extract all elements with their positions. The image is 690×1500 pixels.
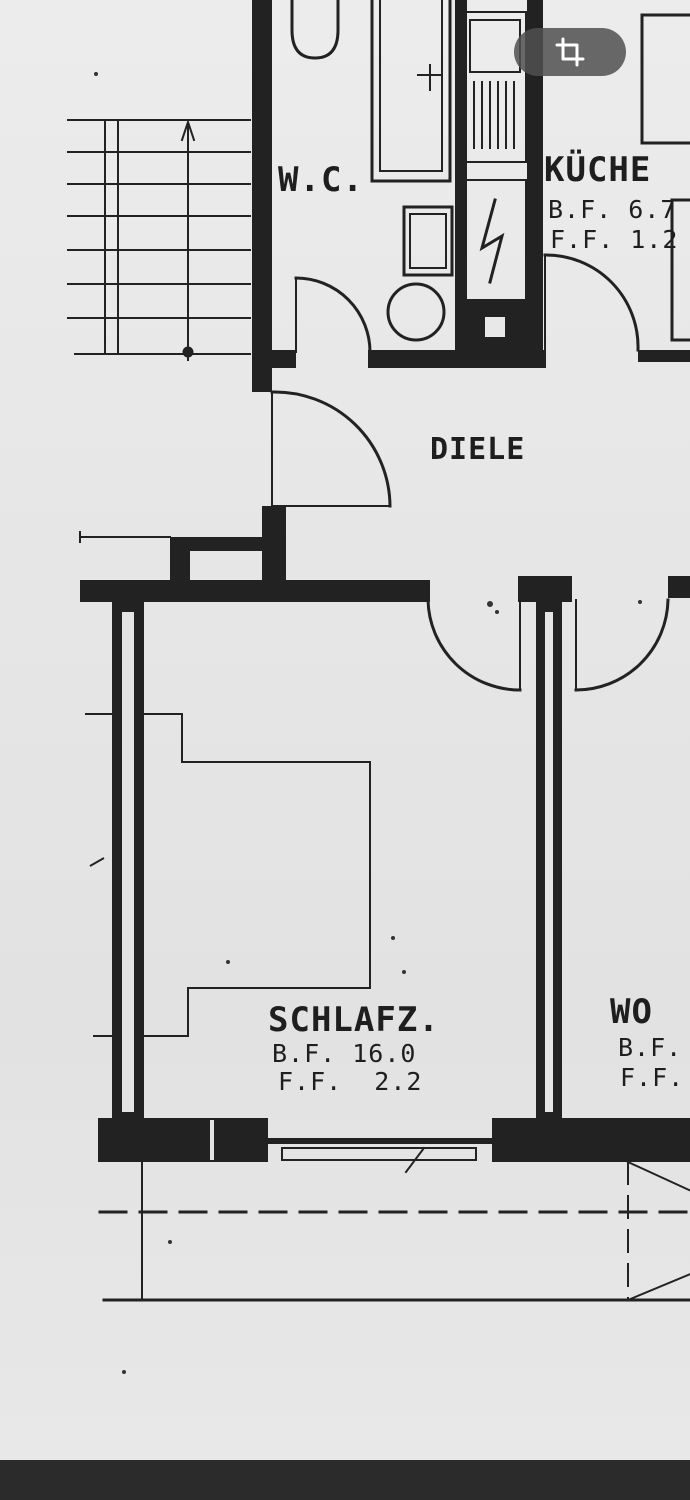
- label-kueche: KÜCHE: [544, 150, 652, 190]
- floor-plan-photo: W.C. KÜCHE B.F. 6.7 F.F. 1.2 DIELE SCHLA…: [0, 0, 690, 1460]
- label-wohn-ff: F.F.: [620, 1063, 685, 1092]
- label-wc: W.C.: [278, 160, 364, 200]
- label-schlafz: SCHLAFZ.: [268, 1000, 440, 1040]
- crop-icon: [555, 37, 585, 67]
- bottom-surface: [0, 1460, 690, 1500]
- label-schlafz-bf: B.F. 16.0: [272, 1039, 417, 1068]
- label-diele: DIELE: [430, 432, 526, 467]
- label-schlafz-ff: F.F. 2.2: [278, 1067, 423, 1096]
- stairs: [67, 119, 251, 361]
- floor-plan-drawing: [67, 0, 690, 1302]
- label-kueche-bf: B.F. 6.7: [548, 195, 677, 224]
- label-kueche-ff: F.F. 1.2: [550, 225, 679, 254]
- crop-button[interactable]: [514, 28, 626, 76]
- label-wohn-bf: B.F.: [618, 1033, 683, 1062]
- label-wohn: WO: [610, 992, 653, 1032]
